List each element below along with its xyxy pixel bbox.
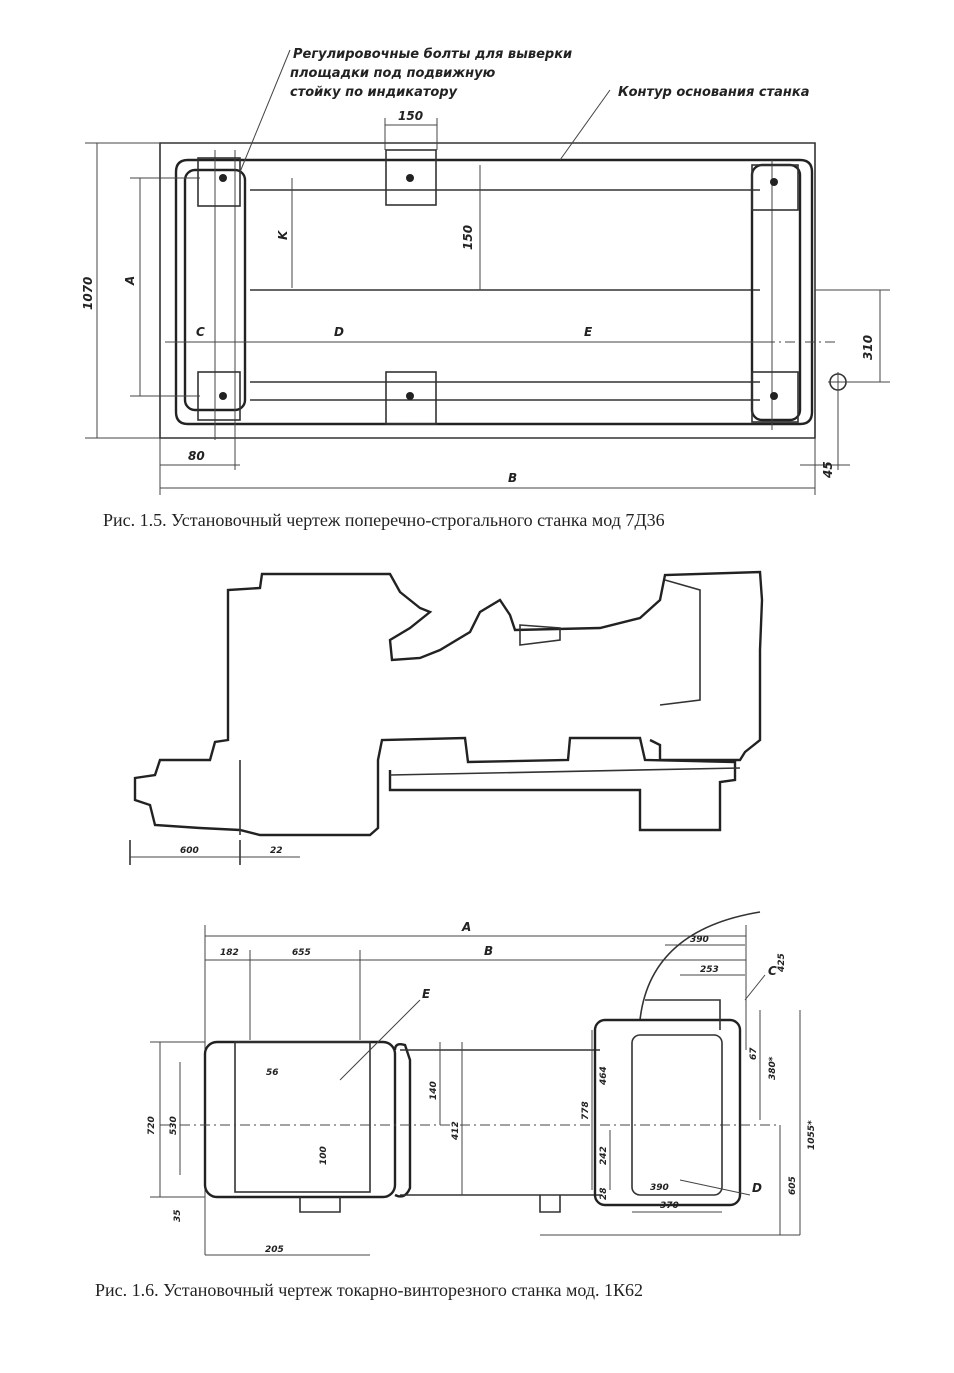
right-pedestal	[593, 1018, 742, 1207]
pad-middle-bottom	[385, 371, 437, 425]
figure-1-5-drawing	[85, 49, 890, 495]
dim-605: 605	[788, 1176, 798, 1195]
dim-390: 390	[690, 935, 709, 945]
pad-middle-top	[385, 149, 437, 206]
pad-left-top	[197, 157, 241, 207]
machine-top-outline	[226, 570, 764, 762]
letter-a: A	[123, 276, 137, 286]
pad-right-top	[751, 164, 799, 211]
dim-390-bottom: 390	[650, 1183, 669, 1193]
dim-530: 530	[169, 1116, 179, 1135]
dim-1070: 1070	[81, 277, 95, 310]
dim-778: 778	[581, 1101, 591, 1120]
dim-150-top: 150	[398, 109, 423, 123]
letter-e-lathe: E	[422, 987, 431, 1001]
contour-note: Контур основания станка	[618, 85, 809, 100]
dim-100: 100	[319, 1146, 329, 1165]
bolt-hole	[406, 174, 414, 182]
dim-600: 600	[180, 846, 199, 856]
dim-412: 412	[451, 1121, 461, 1141]
dim-28: 28	[599, 1187, 609, 1200]
foot-left	[299, 1197, 341, 1213]
caption-figure-1-5: Рис. 1.5. Установочный чертеж поперечно-…	[103, 510, 665, 530]
letter-d-lathe: D	[752, 1181, 762, 1195]
foot-middle	[539, 1195, 561, 1213]
leader-d	[679, 1179, 751, 1196]
letter-c: C	[196, 325, 205, 339]
dim-720: 720	[147, 1116, 157, 1135]
base-contour	[174, 158, 814, 426]
leader-f	[339, 999, 421, 1081]
caption-figure-1-6: Рис. 1.6. Установочный чертеж токарно-ви…	[95, 1280, 644, 1300]
dim-56: 56	[266, 1068, 279, 1078]
leader-c	[744, 974, 766, 1001]
note-line-2: площадки под подвижную	[290, 66, 496, 81]
figure-1-6-drawing	[150, 911, 801, 1256]
left-pedestal-inner	[234, 1041, 371, 1193]
note-line-1: Регулировочные болты для выверки	[293, 47, 572, 62]
swing-arc	[639, 911, 761, 1021]
left-pedestal-edge	[393, 1042, 412, 1198]
letter-k: K	[276, 229, 290, 240]
machine-bed-outline	[133, 600, 737, 837]
dim-380: 380*	[768, 1056, 778, 1080]
tailstock-detail	[659, 579, 701, 706]
letter-d: D	[334, 325, 344, 339]
dim-425: 425	[777, 953, 787, 973]
dim-150-side: 150	[461, 225, 475, 250]
figure-lathe-side-view	[129, 570, 764, 865]
dim-310: 310	[861, 335, 875, 360]
bolt-hole	[219, 392, 227, 400]
bolt-hole	[770, 178, 778, 186]
left-pedestal	[203, 1040, 397, 1199]
dim-253: 253	[700, 965, 719, 975]
dim-45: 45	[821, 461, 835, 479]
dim-370: 370	[660, 1201, 679, 1211]
bolt-hole	[406, 392, 414, 400]
dim-b-top: B	[484, 944, 493, 958]
leader-contour	[559, 89, 611, 161]
letter-c-lathe: C	[768, 964, 777, 978]
dim-35: 35	[173, 1209, 183, 1222]
motor-outline	[645, 999, 721, 1030]
dim-80: 80	[188, 449, 205, 463]
carriage	[519, 624, 561, 646]
leader-note	[239, 49, 291, 173]
dim-67: 67	[749, 1047, 759, 1060]
dim-1055: 1055*	[807, 1120, 817, 1150]
dim-655: 655	[292, 948, 311, 958]
bed-line	[389, 767, 741, 776]
dim-464: 464	[599, 1066, 609, 1086]
dim-a-top: A	[461, 920, 471, 934]
dim-22: 22	[270, 846, 283, 856]
dim-140: 140	[429, 1081, 439, 1100]
letter-b: B	[508, 471, 517, 485]
note-line-3: стойку по индикатору	[290, 85, 458, 100]
right-pedestal-inner	[631, 1034, 723, 1196]
bolt-hole	[770, 392, 778, 400]
dim-242: 242	[599, 1146, 609, 1165]
pad-right-bottom	[751, 371, 799, 423]
bolt-hole	[219, 174, 227, 182]
dim-205: 205	[265, 1245, 284, 1255]
dim-182: 182	[220, 948, 239, 958]
letter-e: E	[584, 325, 593, 339]
